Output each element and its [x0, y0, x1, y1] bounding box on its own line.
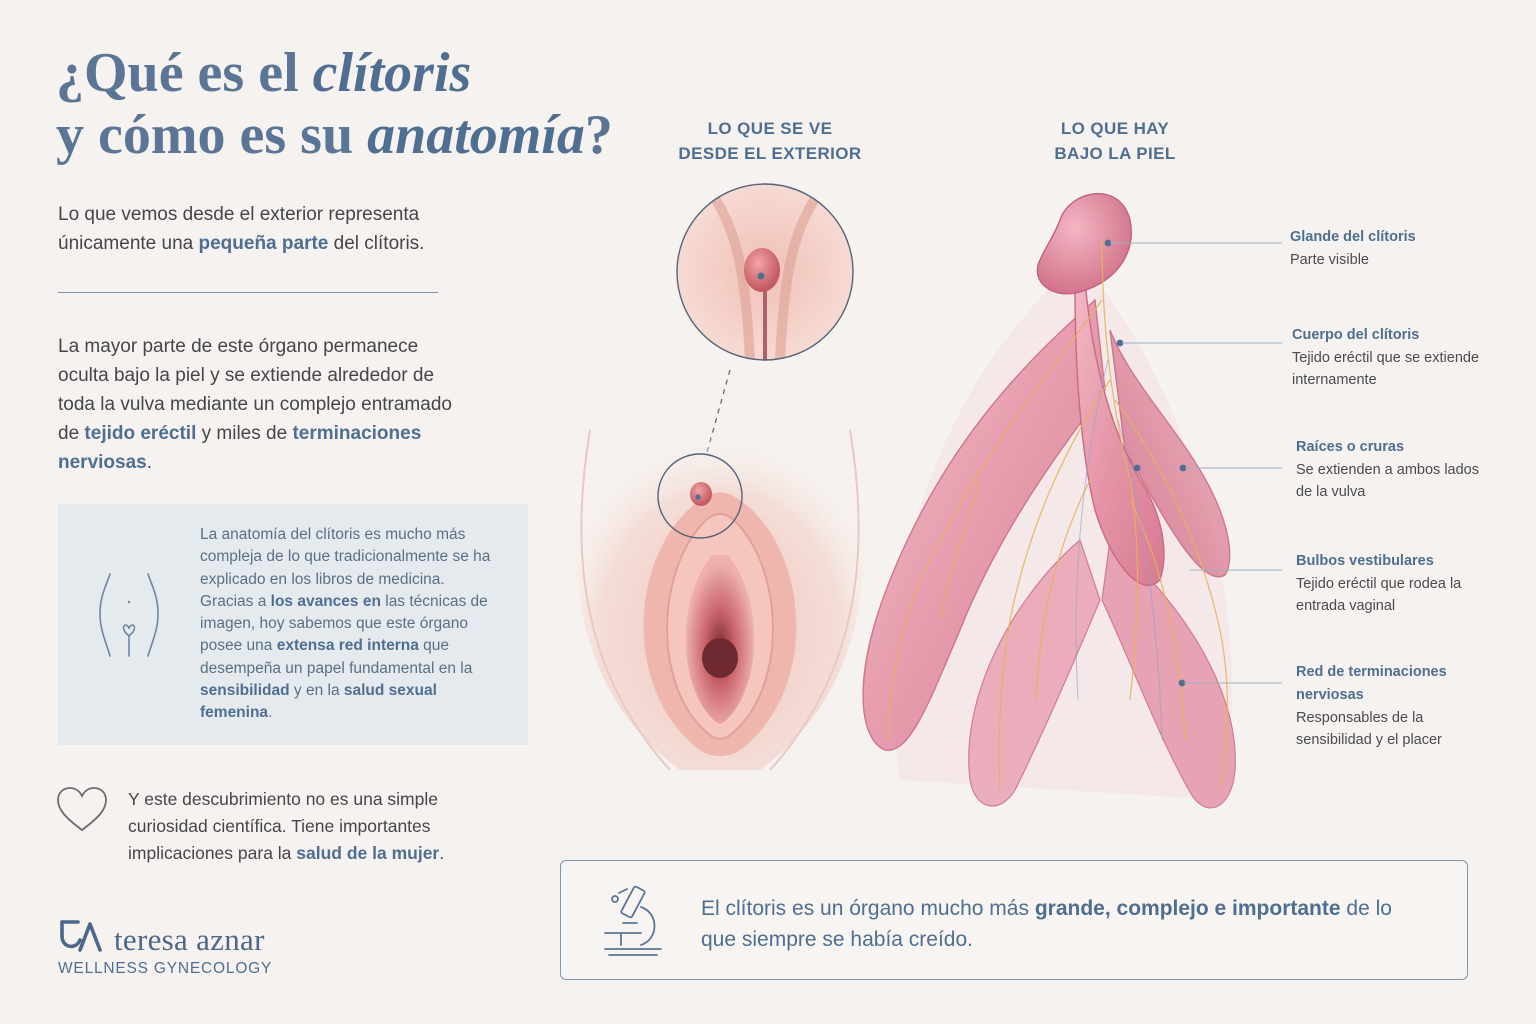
highlight-tejido-erectil: tejido eréctil: [84, 423, 197, 444]
header-interior: LO QUE HAY BAJO LA PIEL: [1054, 119, 1176, 163]
nerve-network: [887, 239, 1229, 791]
glans-highlight-circle: [657, 453, 743, 539]
conclusion-text: El clítoris es un órgano mucho más grand…: [701, 897, 1392, 951]
brand-logo: teresa aznar WELLNESS GYNECOLOGY: [58, 918, 318, 984]
label-raices: Raíces o cruras Se extienden a ambos lad…: [1296, 439, 1479, 500]
label-red-nerviosa: Red de terminaciones nerviosas Responsab…: [1296, 664, 1447, 748]
conclusion-highlight: grande, complejo e importante: [1034, 897, 1341, 920]
label-cuerpo: Cuerpo del clítoris Tejido eréctil que s…: [1292, 327, 1480, 388]
title-line-1: ¿Qué es el clítoris: [56, 42, 472, 104]
intro-paragraph: Lo que vemos desde el exterior represent…: [58, 204, 425, 254]
label-dots: [1104, 239, 1187, 687]
body-silhouette-icon: [99, 573, 159, 657]
logo-mark-icon: [60, 920, 102, 952]
exterior-vulva-illustration: [575, 183, 865, 771]
intro-highlight: pequeña parte: [198, 233, 329, 254]
label-glande: Glande del clítoris Parte visible: [1290, 229, 1416, 268]
info-box-text: La anatomía del clítoris es mucho más co…: [200, 526, 491, 722]
left-crus: [862, 298, 1106, 751]
vulva-body: [575, 429, 865, 771]
label-bulbos: Bulbos vestibulares Tejido eréctil que r…: [1296, 553, 1462, 614]
page-title: ¿Qué es el clítoris y cómo es su anatomí…: [56, 42, 656, 166]
info-box: La anatomía del clítoris es mucho más co…: [58, 504, 528, 745]
closing-paragraph: Y este descubrimiento no es una simple c…: [128, 789, 445, 863]
microscope-icon: [604, 885, 662, 956]
conclusion-callout: El clítoris es un órgano mucho más grand…: [560, 860, 1468, 980]
clitoral-glans: [1036, 193, 1132, 295]
title-emphasis-anatomia: anatomía: [367, 104, 585, 166]
main-paragraph: La mayor parte de este órgano permanece …: [58, 336, 452, 473]
zoom-circle: [676, 183, 854, 361]
header-exterior: LO QUE SE VE DESDE EL EXTERIOR: [678, 119, 862, 163]
brand-name: teresa aznar: [114, 922, 265, 957]
highlight-salud-mujer: salud de la mujer: [296, 843, 440, 863]
title-emphasis-clitoris: clítoris: [312, 42, 472, 104]
title-line-2: y cómo es su anatomía?: [56, 104, 613, 166]
right-crus: [1109, 329, 1231, 578]
left-vestibular-bulb: [968, 538, 1101, 807]
right-vestibular-bulb: [1101, 538, 1236, 809]
highlight-terminaciones: terminaciones nerviosas: [58, 423, 422, 473]
section-divider: [58, 292, 438, 293]
internal-anatomy-illustration: [862, 193, 1236, 809]
brand-subtitle: WELLNESS GYNECOLOGY: [58, 960, 273, 977]
heart-icon: [57, 787, 107, 832]
